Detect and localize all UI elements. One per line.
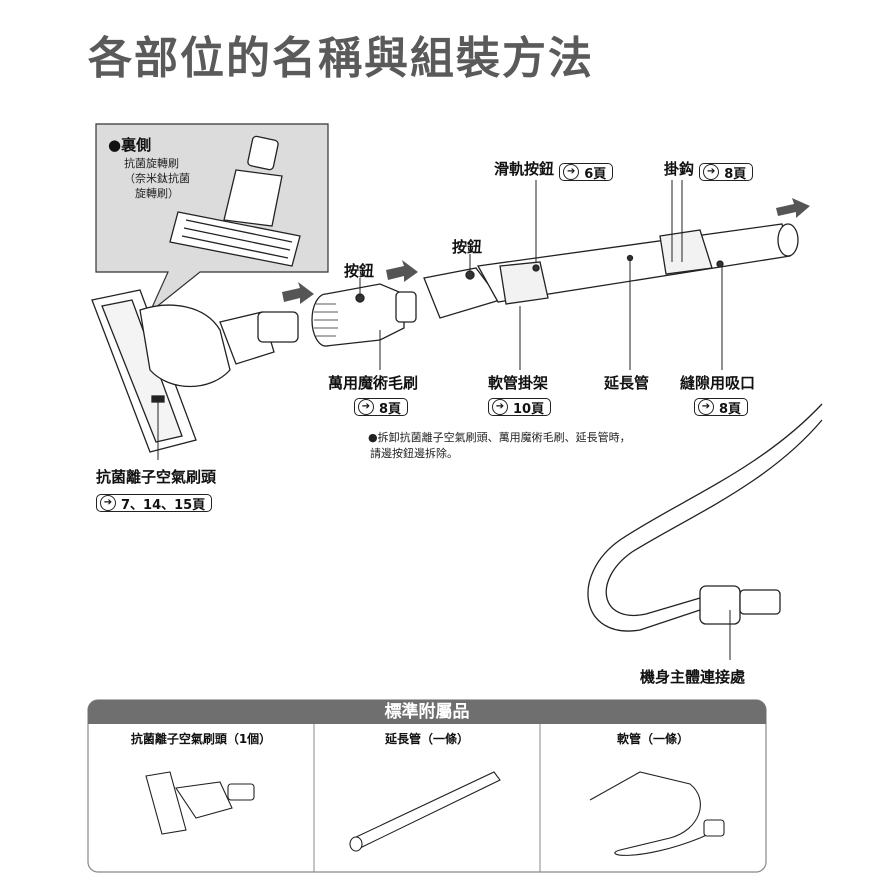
back-side-text: 抗菌旋轉刷 （奈米鈦抗菌 旋轉刷） bbox=[124, 156, 190, 201]
crevice-nozzle-ref[interactable]: ➔ 8頁 bbox=[694, 398, 749, 417]
multi-brush-ref-text: 8頁 bbox=[379, 401, 402, 417]
right-arrow-icon bbox=[282, 198, 810, 304]
slide-button-ref-text: 6頁 bbox=[584, 166, 607, 182]
brush-head-label: 抗菌離子空氣刷頭 bbox=[96, 468, 217, 486]
hose-holder-ref-wrap: ➔ 10頁 bbox=[488, 394, 552, 417]
back-side-line: 旋轉刷） bbox=[124, 187, 179, 200]
accessory-pipe-label: 延長管（一條） bbox=[384, 732, 469, 746]
crevice-nozzle-ref-text: 8頁 bbox=[719, 401, 742, 417]
crevice-nozzle-label: 縫隙用吸口 bbox=[680, 374, 756, 392]
right-arrow-icon: ➔ bbox=[100, 495, 116, 511]
hook-label: 掛鈎 ➔8頁 bbox=[664, 158, 754, 182]
back-side-heading: ●裏側 bbox=[108, 136, 152, 154]
slide-button-label: 滑軌按鈕 ➔6頁 bbox=[494, 158, 614, 182]
accessories-heading: 標準附屬品 bbox=[88, 700, 766, 724]
brush-head-illustration bbox=[91, 289, 299, 453]
right-arrow-icon: ➔ bbox=[698, 399, 714, 415]
back-side-bubble bbox=[95, 123, 329, 313]
back-side-line: 抗菌旋轉刷 bbox=[124, 157, 179, 170]
brush-head-ref-wrap: ➔ 7、14、15頁 bbox=[96, 490, 213, 513]
right-arrow-icon: ➔ bbox=[703, 164, 720, 180]
hook-ref[interactable]: ➔8頁 bbox=[699, 163, 754, 182]
multi-brush-ref-wrap: ➔ 8頁 bbox=[354, 394, 409, 417]
extension-pipe-illustration bbox=[423, 223, 799, 319]
removal-note: ●拆卸抗菌離子空氣刷頭、萬用魔術毛刷、延長管時， 請邊按鈕邊拆除。 bbox=[368, 430, 631, 462]
accessory-brush-label: 抗菌離子空氣刷頭（1個） bbox=[130, 732, 272, 746]
note-line: ●拆卸抗菌離子空氣刷頭、萬用魔術毛刷、延長管時， bbox=[368, 431, 631, 444]
right-arrow-icon: ➔ bbox=[492, 399, 508, 415]
multi-brush-illustration bbox=[311, 283, 417, 347]
multi-brush-ref[interactable]: ➔ 8頁 bbox=[354, 398, 409, 417]
back-side-line: （奈米鈦抗菌 bbox=[124, 172, 190, 185]
page-title: 各部位的名稱與組裝方法 bbox=[88, 33, 594, 84]
hose-holder-ref-text: 10頁 bbox=[513, 401, 545, 417]
button-mid-label: 按鈕 bbox=[452, 238, 483, 256]
accessory-brush-icon bbox=[145, 771, 255, 835]
slide-button-ref[interactable]: ➔6頁 bbox=[559, 163, 614, 182]
accessory-hose-icon bbox=[589, 771, 725, 856]
hook-text: 掛鈎 bbox=[664, 160, 695, 178]
button-left-label: 按鈕 bbox=[344, 262, 375, 280]
multi-brush-label: 萬用魔術毛刷 bbox=[328, 374, 419, 392]
extension-pipe-label: 延長管 bbox=[604, 374, 650, 392]
hook-ref-text: 8頁 bbox=[724, 166, 747, 182]
right-arrow-icon: ➔ bbox=[358, 399, 374, 415]
brush-head-ref-text: 7、14、15頁 bbox=[121, 497, 206, 513]
rotating-brush-illustration bbox=[169, 135, 301, 267]
note-line: 請邊按鈕邊拆除。 bbox=[370, 447, 458, 460]
accessory-pipe-icon bbox=[349, 771, 501, 852]
hose-holder-label: 軟管掛架 bbox=[488, 374, 549, 392]
crevice-nozzle-ref-wrap: ➔ 8頁 bbox=[694, 394, 749, 417]
accessory-hose-label: 軟管（一條） bbox=[616, 732, 689, 746]
body-connection-label: 機身主體連接處 bbox=[640, 668, 746, 686]
hose-holder-ref[interactable]: ➔ 10頁 bbox=[488, 398, 552, 417]
right-arrow-icon: ➔ bbox=[563, 164, 580, 180]
slide-button-text: 滑軌按鈕 bbox=[494, 160, 555, 178]
brush-head-ref[interactable]: ➔ 7、14、15頁 bbox=[96, 494, 213, 513]
